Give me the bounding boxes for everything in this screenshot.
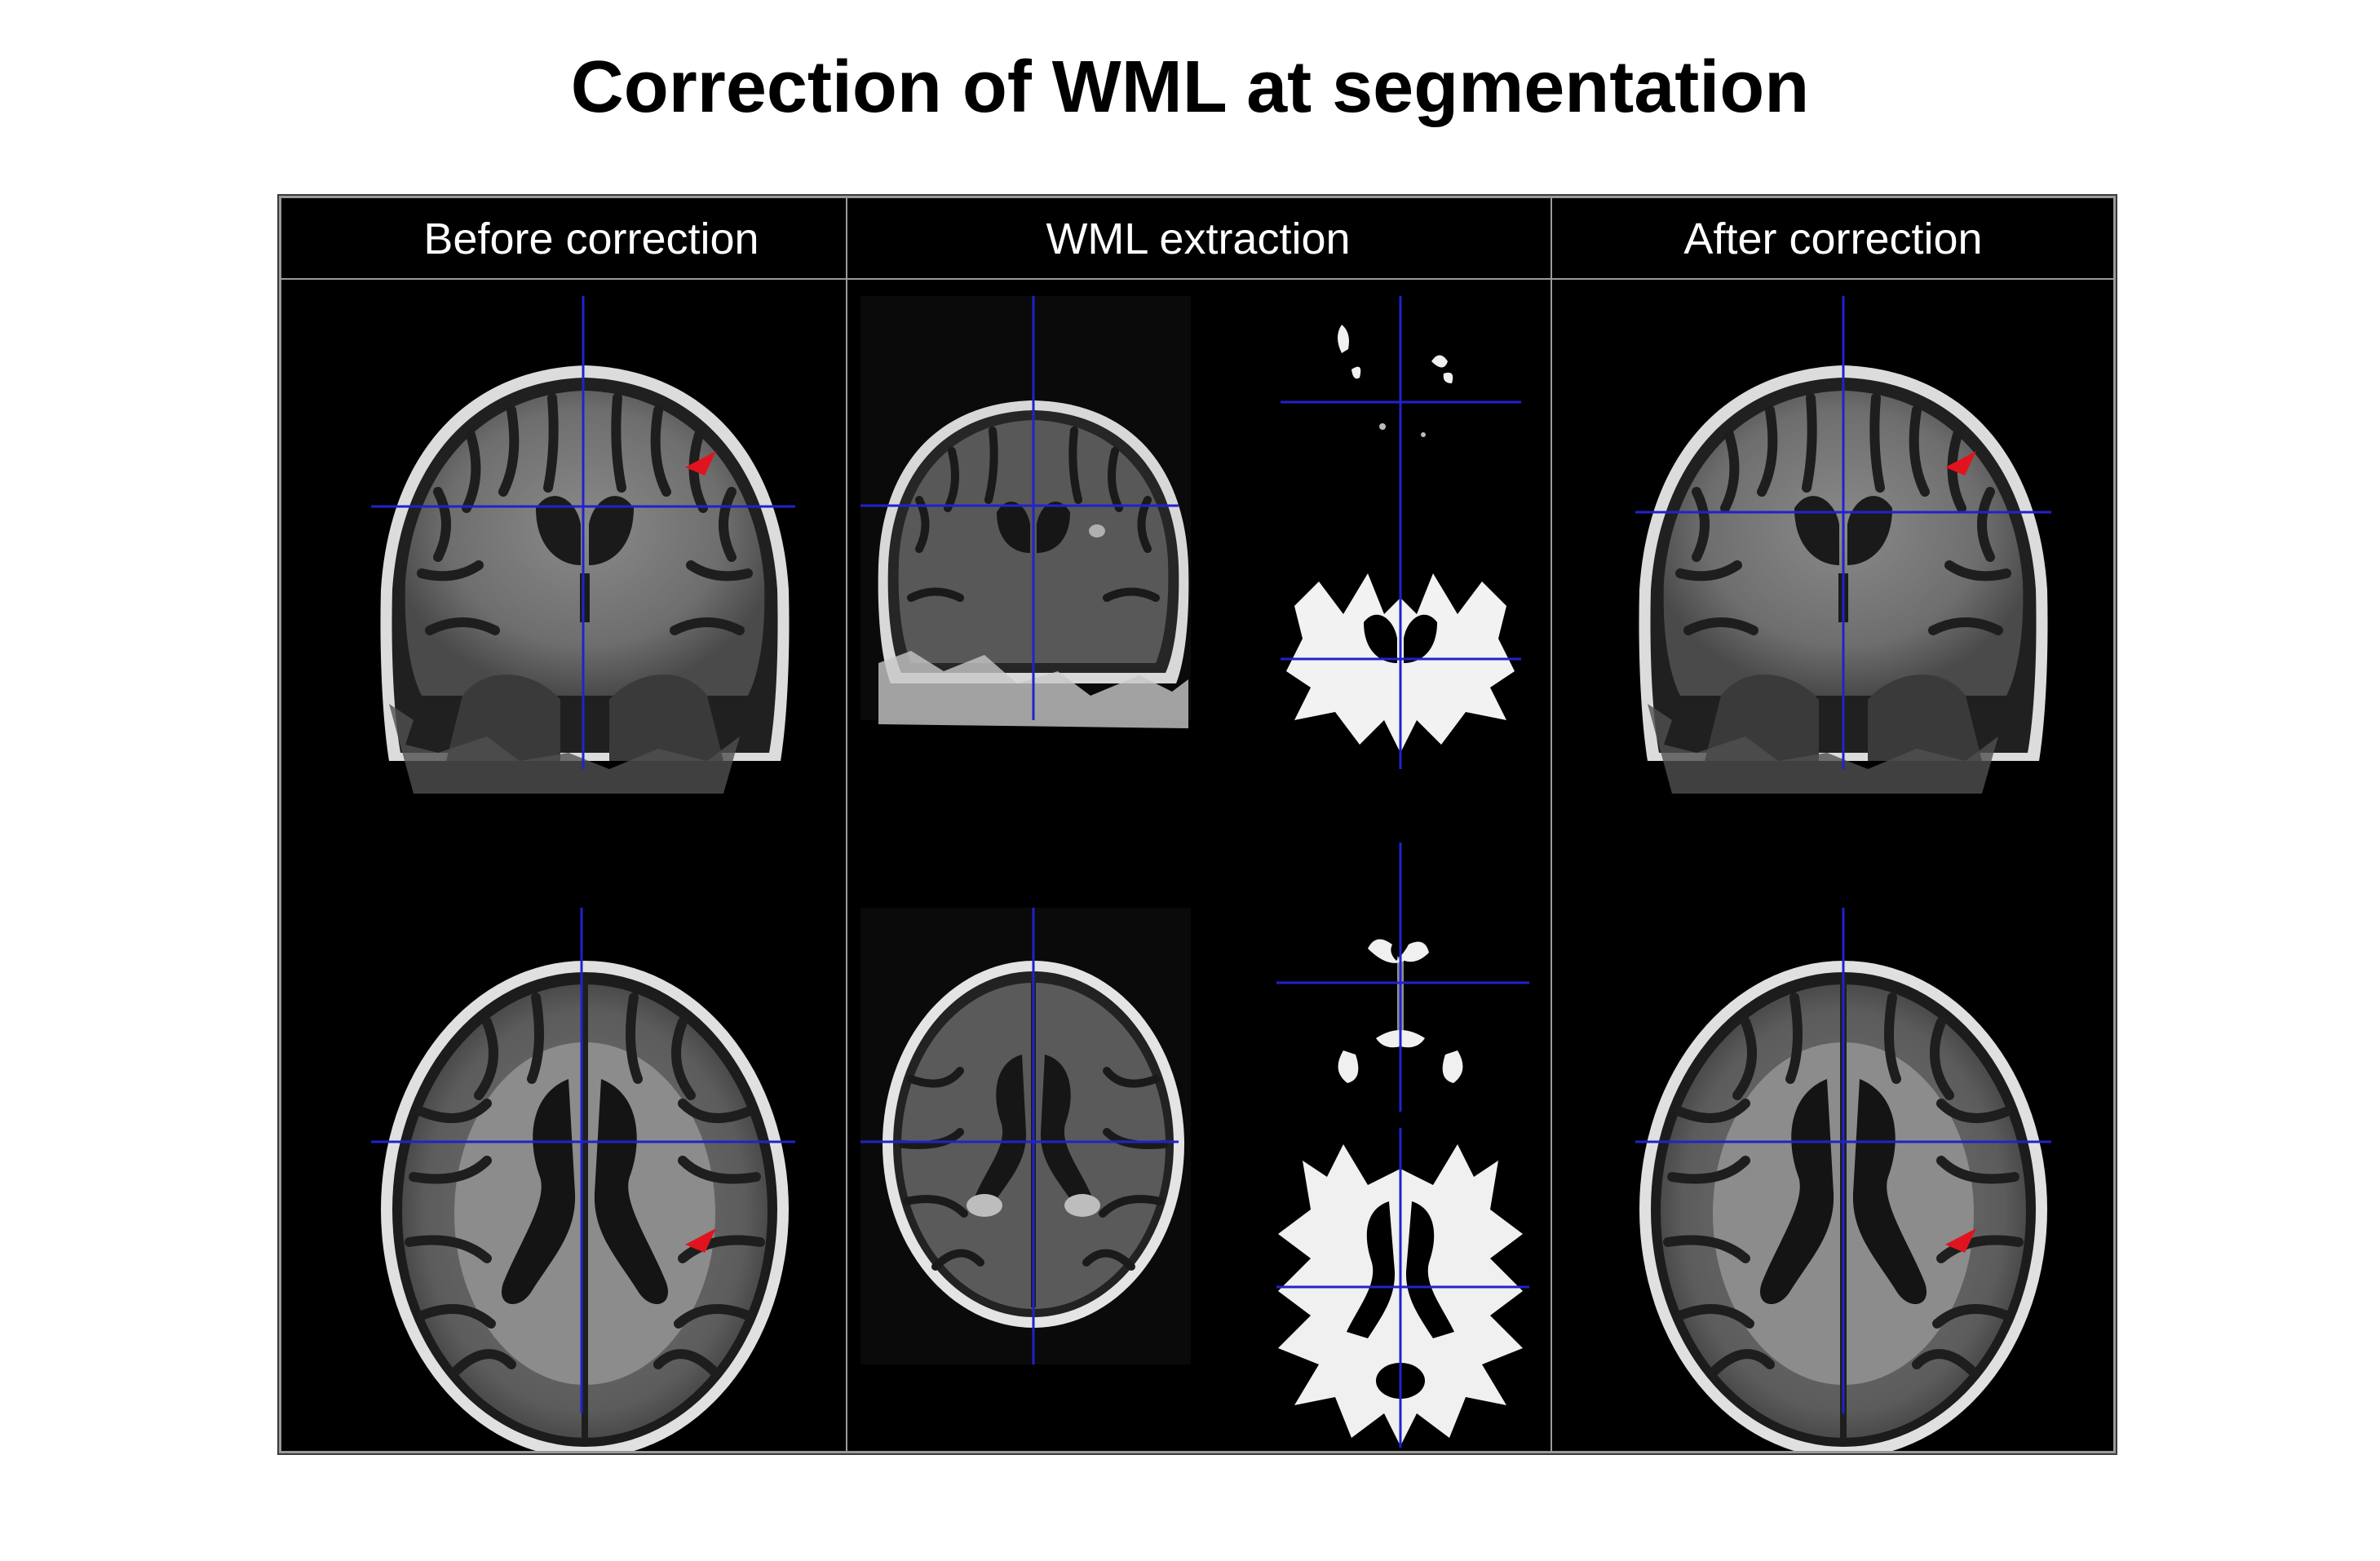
wml-lesion-mask-coronal [1281, 296, 1521, 557]
wml-whitematter-mask-coronal [1281, 549, 1521, 769]
column-divider-2 [1551, 198, 1552, 1451]
page-title: Correction of WML at segmentation [570, 46, 1810, 128]
wml-flair-coronal-scan [860, 296, 1191, 728]
wml-lesion-mask-axial [1276, 842, 1529, 1112]
after-coronal-scan [1635, 296, 2051, 794]
before-axial-scan [371, 908, 795, 1451]
column-divider-1 [846, 198, 847, 1451]
wml-whitematter-mask-axial [1276, 1128, 1529, 1448]
column-header-before: Before correction [423, 214, 759, 263]
header-divider [281, 278, 2113, 280]
column-header-wml: WML extraction [1046, 214, 1351, 263]
after-axial-scan [1635, 908, 2051, 1451]
figure-panel: Before correction WML extraction After c… [277, 194, 2117, 1455]
column-header-after: After correction [1683, 214, 1983, 263]
wml-flair-axial-scan [860, 908, 1191, 1364]
scan-images [371, 296, 2113, 1451]
before-coronal-scan [371, 296, 795, 794]
